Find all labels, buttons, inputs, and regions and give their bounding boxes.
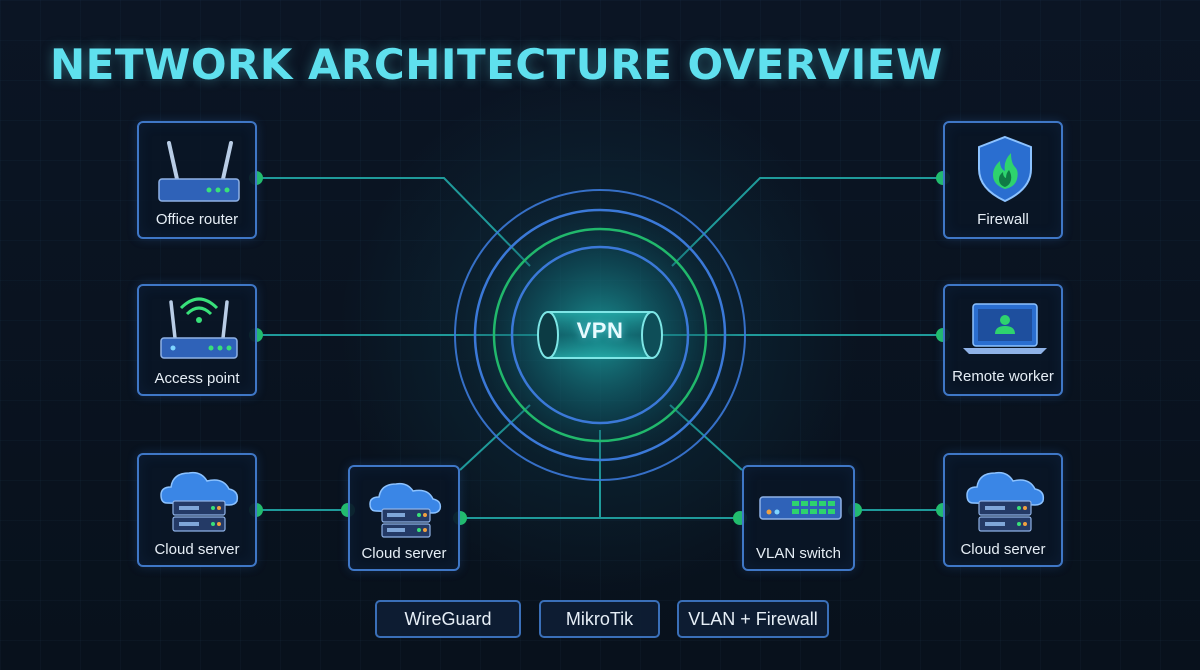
node-label: Cloud server xyxy=(154,541,240,558)
node-label: Cloud server xyxy=(361,545,447,562)
firewall-shield-icon xyxy=(978,135,1032,203)
network-switch-icon xyxy=(759,496,842,520)
tag-wireguard[interactable]: WireGuard xyxy=(375,600,521,638)
node-label: Access point xyxy=(154,370,240,387)
tag-mikrotik[interactable]: MikroTik xyxy=(539,600,660,638)
node-label: Remote worker xyxy=(952,368,1054,385)
node-remote-worker[interactable]: Remote worker xyxy=(943,284,1063,396)
cloud-server-icon xyxy=(966,471,1045,532)
node-vlan-switch[interactable]: VLAN switch xyxy=(742,465,855,571)
node-cloud-server-left[interactable]: Cloud server xyxy=(137,453,257,567)
node-access-point[interactable]: Access point xyxy=(137,284,257,396)
vpn-hub-label: VPN xyxy=(576,318,624,343)
hub-ring-outer xyxy=(454,189,746,481)
page-title: NETWORK ARCHITECTURE OVERVIEW xyxy=(50,40,943,89)
wifi-access-point-icon xyxy=(160,297,238,359)
node-label: Firewall xyxy=(977,211,1029,228)
cloud-server-icon xyxy=(160,471,239,532)
hub-ring-2 xyxy=(473,208,727,462)
router-icon xyxy=(158,141,240,202)
laptop-user-icon xyxy=(963,303,1047,354)
node-label: Cloud server xyxy=(960,541,1046,558)
node-firewall[interactable]: Firewall xyxy=(943,121,1063,239)
hub-ring-3 xyxy=(492,227,708,443)
vpn-tunnel xyxy=(537,311,663,359)
hub-ring-inner xyxy=(510,245,690,425)
node-office-router[interactable]: Office router xyxy=(137,121,257,239)
node-cloud-server-right[interactable]: Cloud server xyxy=(943,453,1063,567)
node-label: Office router xyxy=(155,211,239,228)
tag-vlan-firewall[interactable]: VLAN + Firewall xyxy=(677,600,829,638)
node-cloud-server-mid[interactable]: Cloud server xyxy=(348,465,460,571)
node-label: VLAN switch xyxy=(755,545,842,562)
cloud-server-icon xyxy=(369,482,442,538)
